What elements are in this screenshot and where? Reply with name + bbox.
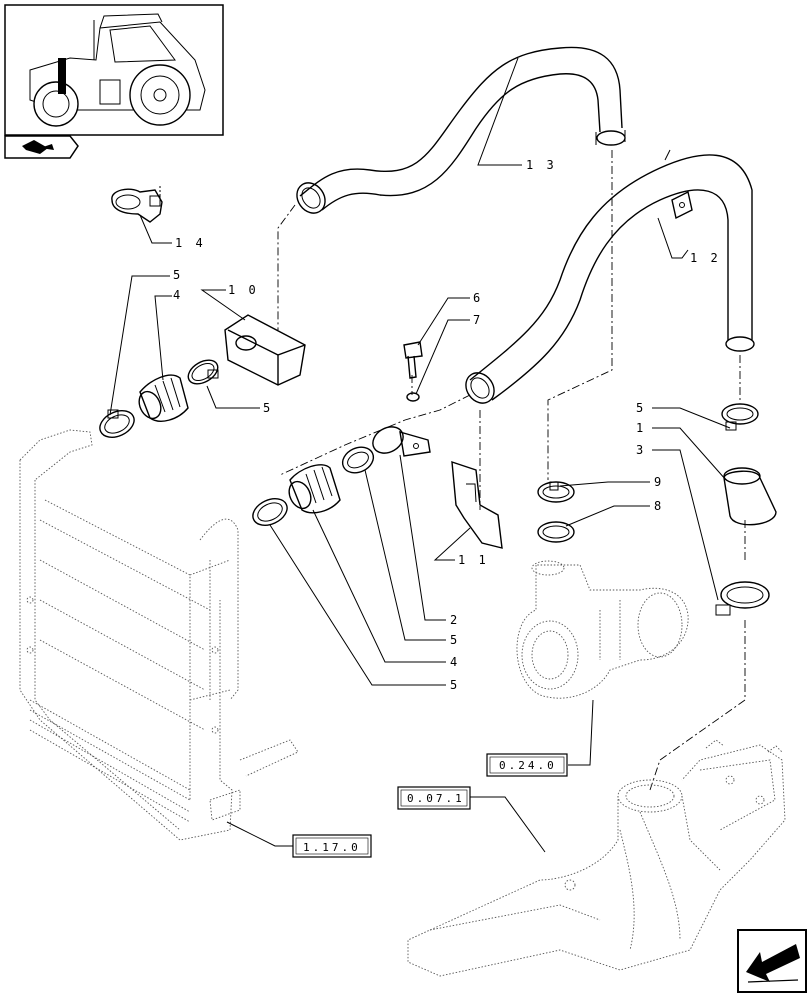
callout-5-b: 5 [263, 401, 273, 415]
reference-label-0-24-0: 0.24.0 [499, 759, 557, 772]
leader-lines [109, 57, 731, 853]
reference-box-1-17-0[interactable]: 1.17.0 [292, 834, 372, 858]
cover-11 [451, 460, 503, 549]
clamp-5-right [721, 403, 759, 431]
tractor-thumbnail-icon [4, 4, 224, 136]
callout-5-c: 5 [636, 401, 646, 415]
bracket-10 [224, 314, 306, 386]
callout-9: 9 [654, 475, 664, 489]
axis-line-13b [547, 150, 613, 480]
bracket-2 [372, 426, 431, 457]
callout-13: 1 3 [526, 158, 557, 172]
callout-10: 1 0 [228, 283, 259, 297]
hose-13 [296, 46, 626, 214]
manifold-ghost [407, 739, 786, 977]
callout-14: 1 4 [175, 236, 206, 250]
callout-4-a: 4 [173, 288, 183, 302]
washer-7 [406, 392, 420, 402]
callout-12: 1 2 [690, 251, 721, 265]
reference-box-0-07-1[interactable]: 0.07.1 [397, 786, 471, 810]
ring-8 [537, 521, 575, 543]
clamp-5-upper [187, 359, 219, 385]
sleeve-4-upper [138, 374, 189, 422]
axis-line-main [279, 394, 471, 476]
reference-label-0-07-1: 0.07.1 [407, 792, 465, 805]
callout-11: 1 1 [458, 553, 489, 567]
section-arrow-icon [4, 135, 79, 159]
clamp-9 [537, 481, 575, 503]
callout-6: 6 [473, 291, 483, 305]
callout-1: 1 [636, 421, 646, 435]
pin-6 [403, 341, 423, 379]
sleeve-4-mid [288, 464, 341, 514]
callout-4-b: 4 [450, 655, 460, 669]
clamp-14 [111, 186, 163, 223]
next-page-arrow-icon[interactable] [737, 929, 807, 993]
hose-12 [465, 149, 755, 404]
reference-label-1-17-0: 1.17.0 [303, 841, 361, 854]
sleeve-1 [723, 467, 777, 526]
axis-line-12c [649, 620, 746, 791]
clamp-5-left [99, 409, 135, 438]
callout-5-e: 5 [450, 678, 460, 692]
axis-line-13 [277, 204, 296, 330]
callout-5-d: 5 [450, 633, 460, 647]
clamp-5-low [252, 498, 288, 526]
callout-8: 8 [654, 499, 664, 513]
reference-box-0-24-0[interactable]: 0.24.0 [486, 753, 568, 777]
callout-2: 2 [450, 613, 460, 627]
callout-7: 7 [473, 313, 483, 327]
turbocharger-ghost [516, 560, 689, 699]
clamp-5-mid [341, 446, 375, 474]
intercooler-ghost [19, 429, 299, 841]
callout-3: 3 [636, 443, 646, 457]
callout-5-a: 5 [173, 268, 183, 282]
clamp-3 [715, 581, 770, 616]
